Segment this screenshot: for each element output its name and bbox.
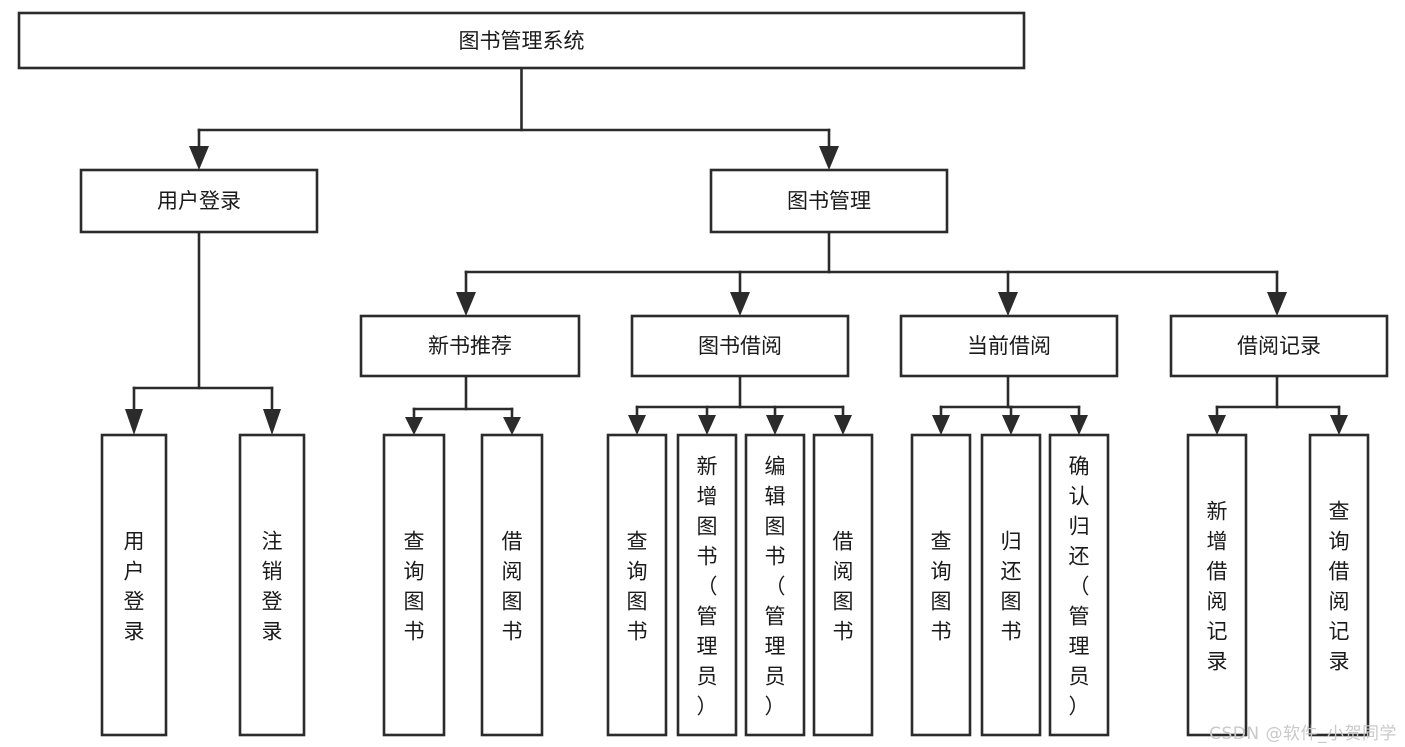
arrow-head-book-borrow [730,292,750,316]
node-new-book-recommend-label: 新书推荐 [428,334,512,358]
node-root-label: 图书管理系统 [459,29,585,53]
node-book-borrow-label: 图书借阅 [698,334,782,358]
leaf-layer: 用户登录 注销登录 查询图书 借阅图书 查询图书 新增图书（管理员） [100,433,1370,737]
arrow-head-leaf-query-book-3 [932,415,950,435]
node-leaf-query-book-1-label: 查询图书 [404,529,425,643]
arrow-head-leaf-user-login [125,409,143,435]
node-leaf-query-book-3[interactable]: 查询图书 [910,433,972,737]
node-leaf-add-record-label: 新增借阅记录 [1207,499,1228,673]
node-borrow-record-box[interactable] [1169,314,1389,378]
node-leaf-user-login-label: 用户登录 [124,529,145,643]
node-book-borrow-box[interactable] [630,314,850,378]
node-leaf-query-book-2[interactable]: 查询图书 [606,433,668,737]
arrow-head-borrow-record [1267,292,1287,316]
arrow-head-leaf-user-logout [263,409,281,435]
node-leaf-confirm-return[interactable]: 确认归还（管理员） [1048,433,1110,737]
node-current-borrow[interactable]: 当前借阅 [899,314,1119,378]
node-borrow-record-label: 借阅记录 [1237,334,1321,358]
arrow-head-leaf-add-record [1208,415,1226,435]
arrow-head-leaf-add-book [698,415,716,435]
node-leaf-borrow-book-2-box[interactable] [812,433,874,737]
arrow-head-current-borrow [998,292,1018,316]
node-leaf-user-login[interactable]: 用户登录 [100,433,168,737]
node-leaf-query-book-1[interactable]: 查询图书 [382,433,446,737]
csdn-watermark: CSDN @软件_小贺同学 [1209,724,1397,744]
node-book-manage-label: 图书管理 [787,189,871,213]
node-new-book-recommend-box[interactable] [359,314,581,378]
node-borrow-record[interactable]: 借阅记录 [1169,314,1389,378]
node-new-book-recommend[interactable]: 新书推荐 [359,314,581,378]
node-user-login[interactable]: 用户登录 [79,168,319,234]
node-current-borrow-box[interactable] [899,314,1119,378]
node-leaf-add-book[interactable]: 新增图书（管理员） [676,433,738,737]
node-leaf-query-book-1-box[interactable] [382,433,446,737]
node-leaf-query-book-3-label: 查询图书 [931,529,952,643]
arrow-head-leaf-edit-book [766,415,784,435]
node-leaf-return-book-label: 归还图书 [1001,529,1022,643]
node-leaf-edit-book-label: 编辑图书（管理员） [765,454,786,718]
arrow-head-user-login [189,146,209,170]
arrow-head-leaf-return-book [1002,415,1020,435]
node-leaf-borrow-book-2-label: 借阅图书 [833,529,854,643]
node-leaf-edit-book-box[interactable] [744,433,806,737]
node-user-login-box[interactable] [79,168,319,234]
arrow-head-leaf-query-book-2 [628,415,646,435]
arrow-head-leaf-borrow-book-2 [834,415,852,435]
node-book-borrow[interactable]: 图书借阅 [630,314,850,378]
arrow-head-leaf-confirm-return [1070,415,1088,435]
node-leaf-add-record-box[interactable] [1186,433,1248,737]
node-leaf-query-record-label: 查询借阅记录 [1329,499,1350,673]
node-book-manage-box[interactable] [709,168,949,234]
node-leaf-return-book[interactable]: 归还图书 [980,433,1042,737]
node-leaf-borrow-book-1-box[interactable] [480,433,544,737]
node-leaf-query-book-2-box[interactable] [606,433,668,737]
node-leaf-query-record-box[interactable] [1308,433,1370,737]
node-root-box[interactable] [17,11,1026,70]
connector-layer [125,66,1348,435]
node-leaf-query-record[interactable]: 查询借阅记录 [1308,433,1370,737]
node-leaf-confirm-return-label: 确认归还（管理员） [1069,454,1090,718]
node-leaf-query-book-3-box[interactable] [910,433,972,737]
node-leaf-borrow-book-2[interactable]: 借阅图书 [812,433,874,737]
arrow-head-leaf-query-book-1 [405,417,423,435]
node-leaf-add-record[interactable]: 新增借阅记录 [1186,433,1248,737]
node-book-manage[interactable]: 图书管理 [709,168,949,234]
arrow-head-book-manage [819,146,839,170]
node-leaf-return-book-box[interactable] [980,433,1042,737]
node-leaf-add-book-label: 新增图书（管理员） [697,454,718,718]
node-leaf-user-login-box[interactable] [100,433,168,737]
arrow-head-leaf-borrow-book-1 [503,417,521,435]
node-leaf-user-logout-label: 注销登录 [262,529,283,643]
node-leaf-borrow-book-1[interactable]: 借阅图书 [480,433,544,737]
node-leaf-borrow-book-1-label: 借阅图书 [502,529,523,643]
arrow-head-leaf-query-record [1330,415,1348,435]
node-leaf-query-book-2-label: 查询图书 [627,529,648,643]
node-leaf-user-logout[interactable]: 注销登录 [238,433,306,737]
node-current-borrow-label: 当前借阅 [967,334,1051,358]
node-leaf-add-book-box[interactable] [676,433,738,737]
arrow-head-new-book-recommend [456,292,476,316]
node-root[interactable]: 图书管理系统 [17,11,1026,70]
node-user-login-label: 用户登录 [157,189,241,213]
node-leaf-user-logout-box[interactable] [238,433,306,737]
node-leaf-edit-book[interactable]: 编辑图书（管理员） [744,433,806,737]
node-leaf-confirm-return-box[interactable] [1048,433,1110,737]
